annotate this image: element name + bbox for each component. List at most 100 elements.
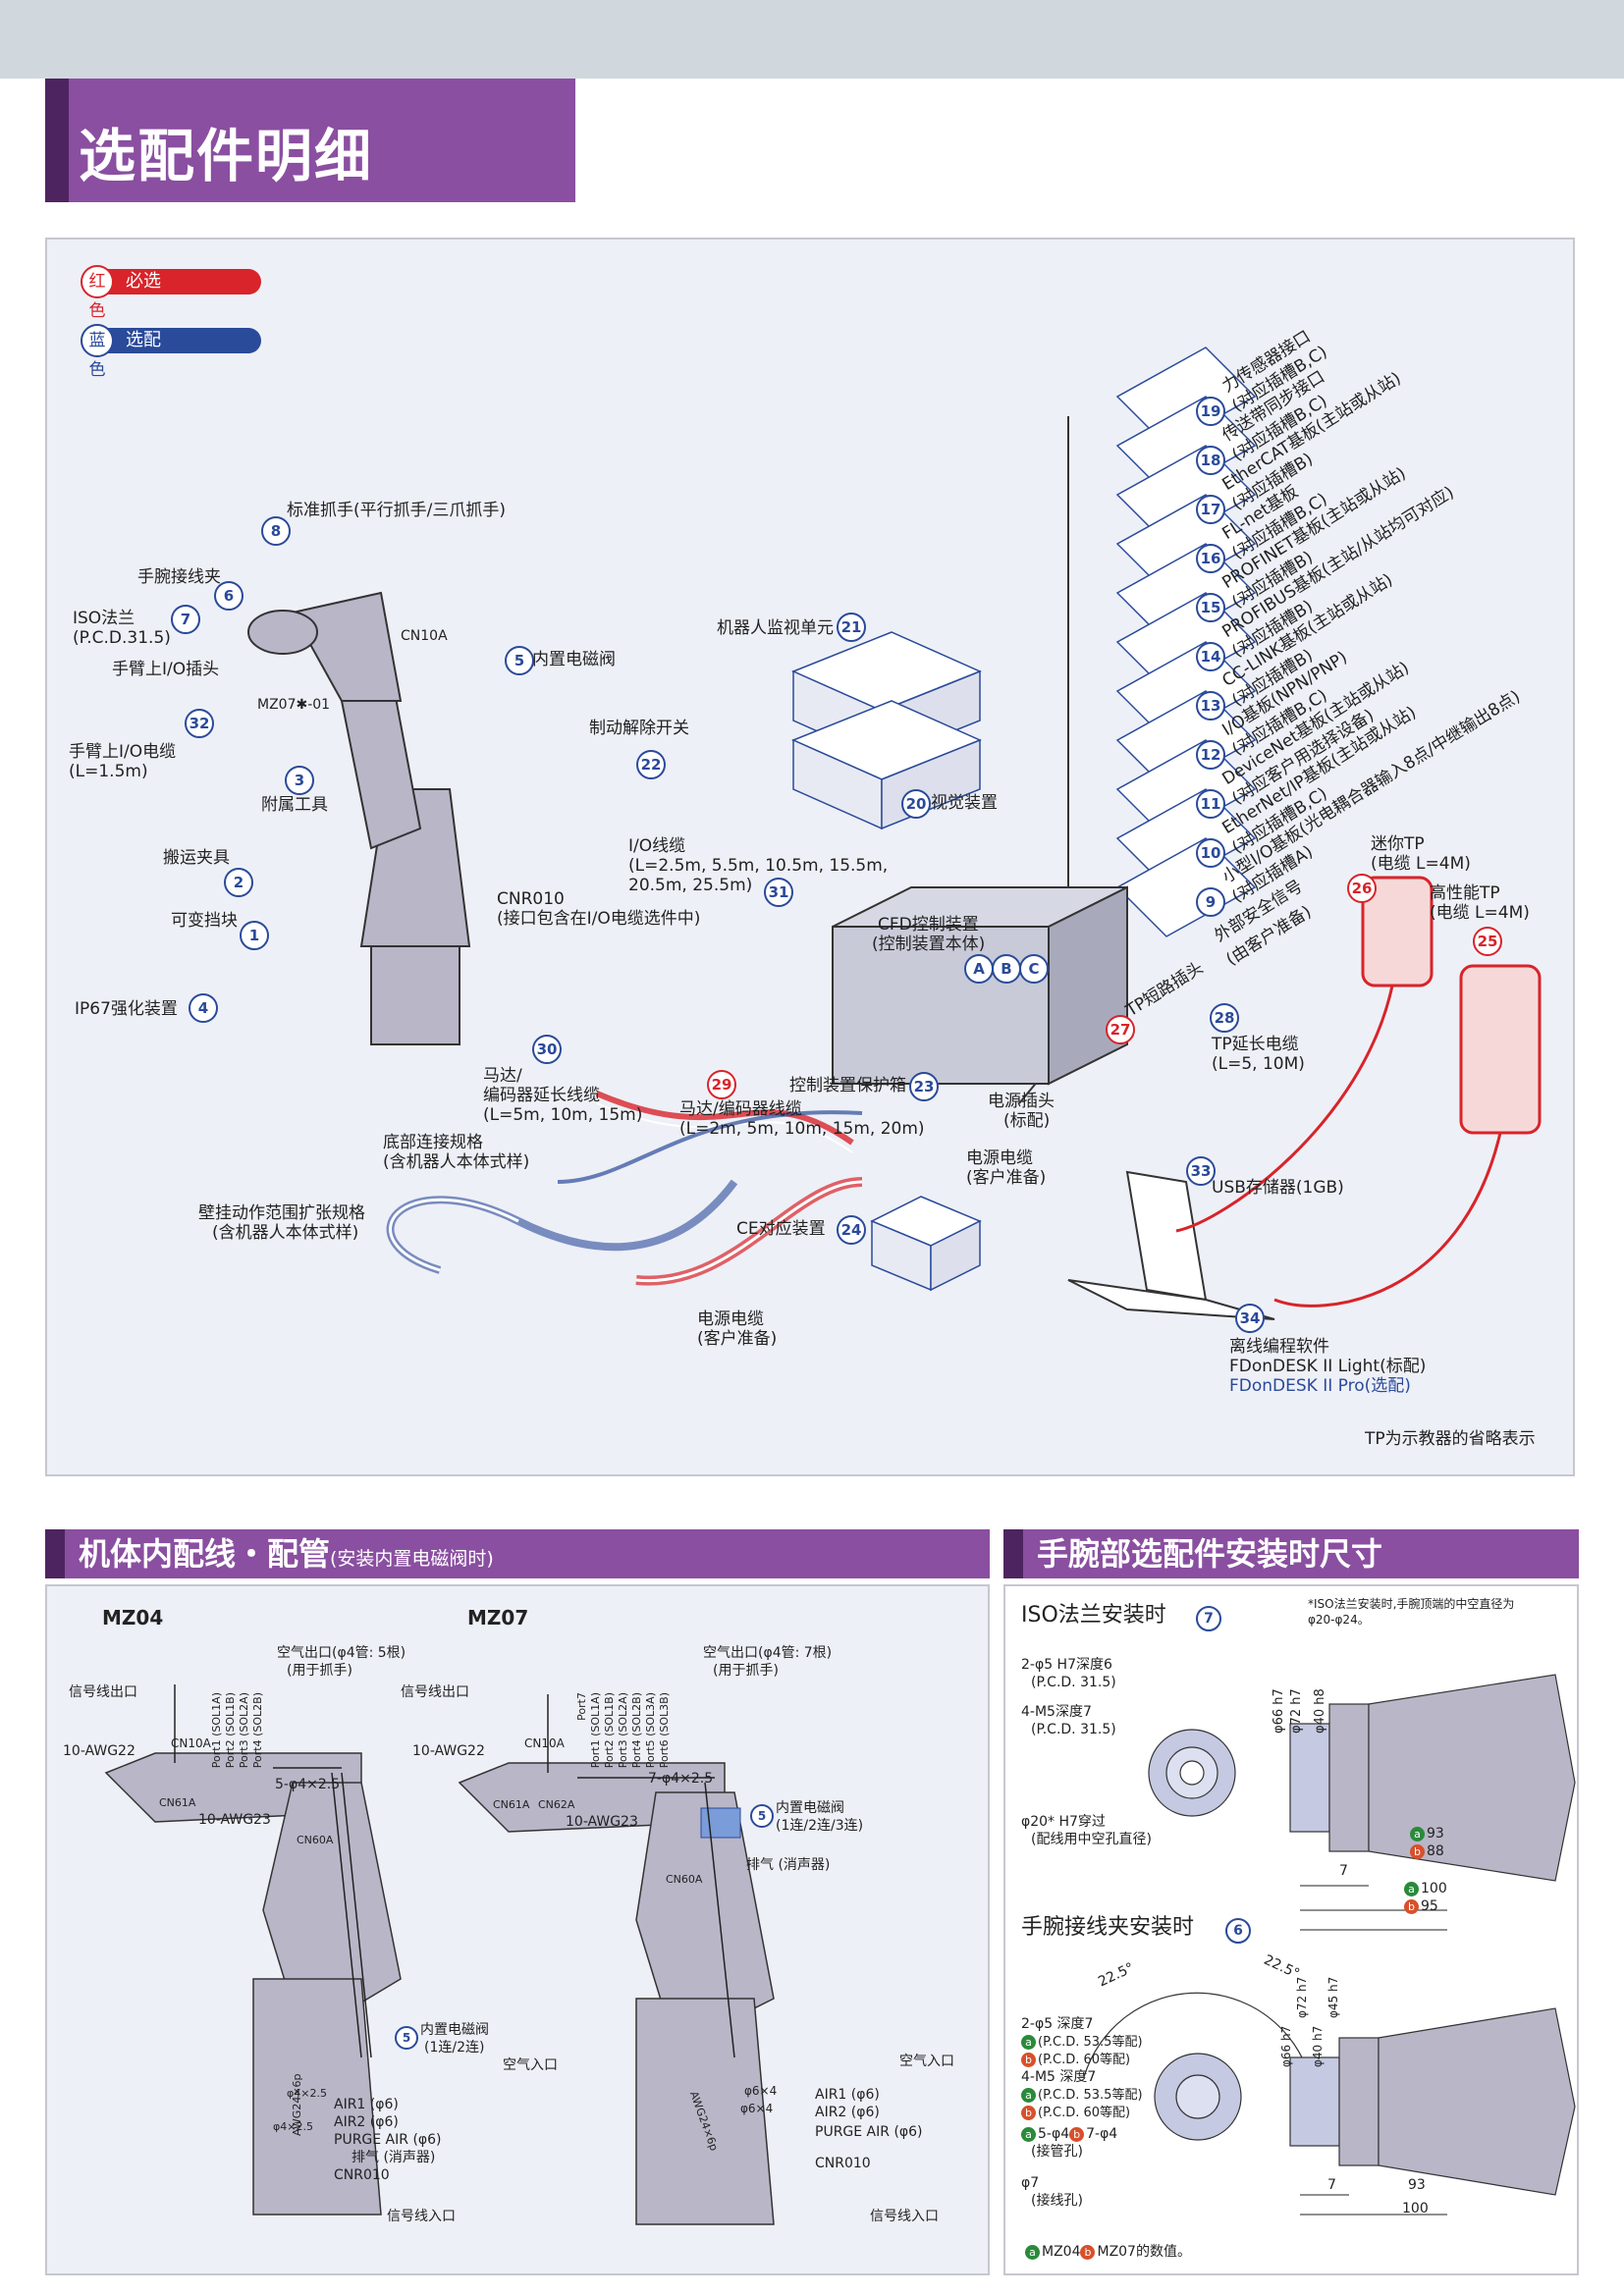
section-wiring-title: 机体内配线・配管	[79, 1535, 331, 1573]
item-22-number: 22	[636, 750, 666, 779]
item-29-label: 马达/编码器线缆	[679, 1099, 802, 1119]
mz04-port-4: Port4 (SOL2B)	[251, 1692, 264, 1769]
wrist-dimensions-panel: ISO法兰安装时 7 *ISO法兰安装时,手腕顶端的中空直径为 φ20-φ24。…	[1003, 1584, 1579, 2275]
item-32-label: 手臂上I/O电缆	[69, 742, 177, 762]
power-cable-label: 电源电缆	[966, 1148, 1033, 1168]
item-33-label: USB存储器(1GB)	[1212, 1178, 1344, 1198]
mz07-valve: 内置电磁阀	[776, 1800, 844, 1816]
clamp-hole-1-a: a(P.C.D. 53.5等配)	[1021, 2034, 1143, 2051]
item-33-number: 33	[1186, 1156, 1216, 1186]
item-23-label: 控制装置保护箱	[789, 1076, 906, 1095]
iso-dia-72: φ72 h7	[1289, 1688, 1304, 1734]
item-28-length: (L=5, 10M)	[1212, 1054, 1305, 1074]
clamp-wire-hole: φ7	[1021, 2175, 1040, 2191]
power-plug-sublabel: (标配)	[1003, 1111, 1051, 1131]
item-27-number: 27	[1106, 1015, 1135, 1044]
mz04-valve-number: 5	[395, 2026, 418, 2050]
clamp-pipe-holes-a: 5-φ4	[1038, 2126, 1070, 2142]
wall-mount-label: 壁挂动作范围扩张规格	[198, 1203, 365, 1223]
controller-sublabel: (控制装置本体)	[872, 934, 986, 954]
mz04-cn10a: CN10A	[171, 1736, 211, 1750]
slot-c: C	[1019, 954, 1049, 984]
board-12-number: 12	[1196, 740, 1225, 770]
mz07-cn10a: CN10A	[524, 1736, 565, 1750]
item-31-lengths-1: (L=2.5m, 5.5m, 10.5m, 15.5m,	[628, 856, 889, 876]
item-32-length: (L=1.5m)	[69, 762, 148, 781]
clamp-hole-2: 4-M5 深度7	[1021, 2069, 1097, 2085]
mz04-exhaust: 排气 (消声器)	[352, 2150, 436, 2165]
iso-len-88-value: 88	[1427, 1843, 1444, 1859]
item-20-number: 20	[901, 789, 931, 819]
mz07-cn61a: CN61A	[493, 1798, 530, 1811]
item-31-number: 31	[764, 878, 793, 907]
clamp-hole-1: 2-φ5 深度7	[1021, 2016, 1094, 2032]
mz07-exhaust: 排气 (消声器)	[746, 1857, 831, 1873]
clamp-hole-2-a: a(P.C.D. 53.5等配)	[1021, 2087, 1143, 2104]
title-accent	[45, 79, 69, 202]
item-1-number: 1	[240, 921, 269, 950]
mz04-air-out: 空气出口(φ4管: 5根)	[277, 1645, 406, 1661]
power-cable-2-label: 电源电缆	[697, 1309, 764, 1329]
item-3-label: 附属工具	[261, 795, 328, 815]
footnote-a: MZ04	[1042, 2244, 1081, 2260]
mz07-purge: PURGE AIR (φ6)	[815, 2124, 923, 2140]
item-2-label: 搬运夹具	[163, 848, 230, 868]
item-30-label-2: 编码器延长线缆	[483, 1086, 600, 1105]
clamp-len-93: 93	[1408, 2177, 1426, 2193]
clamp-hole-1-b: b(P.C.D. 60等配)	[1021, 2052, 1130, 2068]
item-8-label: 标准抓手(平行抓手/三爪抓手)	[287, 501, 506, 520]
item-34-pro: FDonDESK II Pro(选配)	[1229, 1376, 1411, 1396]
iso-hole-2: 4-M5深度7	[1021, 1704, 1092, 1720]
iso-hollow-note: (配线用中空孔直径)	[1031, 1832, 1152, 1847]
wiring-panel: MZ04 MZ07 空气出口(φ4管: 5根) (用于抓手) 信号线出口 10-…	[45, 1584, 990, 2275]
mz07-cn62a: CN62A	[538, 1798, 575, 1811]
controller-label: CFD控制装置	[878, 915, 979, 934]
item-22-label: 制动解除开关	[589, 719, 689, 738]
footnote-b: MZ07的数值。	[1097, 2244, 1191, 2260]
clamp-pipe-holes-b: 7-φ4	[1086, 2126, 1118, 2142]
board-13-number: 13	[1196, 691, 1225, 721]
mz07-valve-number: 5	[750, 1804, 774, 1828]
mz07-air2: AIR2 (φ6)	[815, 2105, 880, 2120]
power-plug-label: 电源插头	[988, 1092, 1055, 1111]
iso-hole-1: 2-φ5 H7深度6	[1021, 1657, 1112, 1673]
slot-b: B	[992, 954, 1021, 984]
clamp-hole-2-a-text: (P.C.D. 53.5等配)	[1038, 2088, 1143, 2103]
item-2-number: 2	[224, 868, 253, 897]
mz04-air-in: 空气入口	[503, 2057, 558, 2073]
board-18-number: 18	[1196, 446, 1225, 475]
mz07-awg22: 10-AWG22	[412, 1743, 485, 1759]
clamp-dia-66: φ66 h7	[1279, 2025, 1293, 2067]
mz04-air-out-use: (用于抓手)	[287, 1663, 352, 1679]
mz07-air-out-use: (用于抓手)	[713, 1663, 779, 1679]
base-mount-label: 底部连接规格	[383, 1133, 483, 1152]
item-20-label: 视觉装置	[931, 793, 998, 813]
mz07-title: MZ07	[467, 1606, 529, 1629]
item-3-number: 3	[285, 766, 314, 795]
clamp-hole-2-b-text: (P.C.D. 60等配)	[1038, 2106, 1131, 2120]
mz04-awg23: 10-AWG23	[198, 1812, 271, 1828]
mz07-model-label: MZ07✱-01	[257, 697, 331, 713]
clamp-len-100: 100	[1402, 2201, 1429, 2216]
mz04-cn60a: CN60A	[297, 1834, 334, 1846]
mz07-port-6: Port5 (SOL3A)	[644, 1692, 657, 1769]
item-34-number: 34	[1235, 1304, 1265, 1333]
mz07-air1: AIR1 (φ6)	[815, 2087, 880, 2103]
mz04-valve: 内置电磁阀	[420, 2022, 489, 2038]
mz07-awg23: 10-AWG23	[566, 1814, 638, 1830]
mz04-title: MZ04	[102, 1606, 164, 1629]
clamp-wire-note: (接线孔)	[1031, 2193, 1083, 2209]
item-32-number: 32	[185, 709, 214, 738]
item-30-label-1: 马达/	[483, 1066, 522, 1086]
iso-hole-1-pcd: (P.C.D. 31.5)	[1031, 1675, 1116, 1690]
mz04-valve-type: (1连/2连)	[424, 2040, 485, 2056]
item-29-number: 29	[707, 1070, 736, 1099]
clamp-title: 手腕接线夹安装时	[1021, 1915, 1195, 1940]
hand-io-label: 手臂上I/O插头	[112, 660, 220, 679]
legend-required: 红色 必选	[81, 265, 261, 321]
iso-hollow: φ20* H7穿过	[1021, 1814, 1106, 1830]
clamp-number: 6	[1225, 1918, 1251, 1944]
